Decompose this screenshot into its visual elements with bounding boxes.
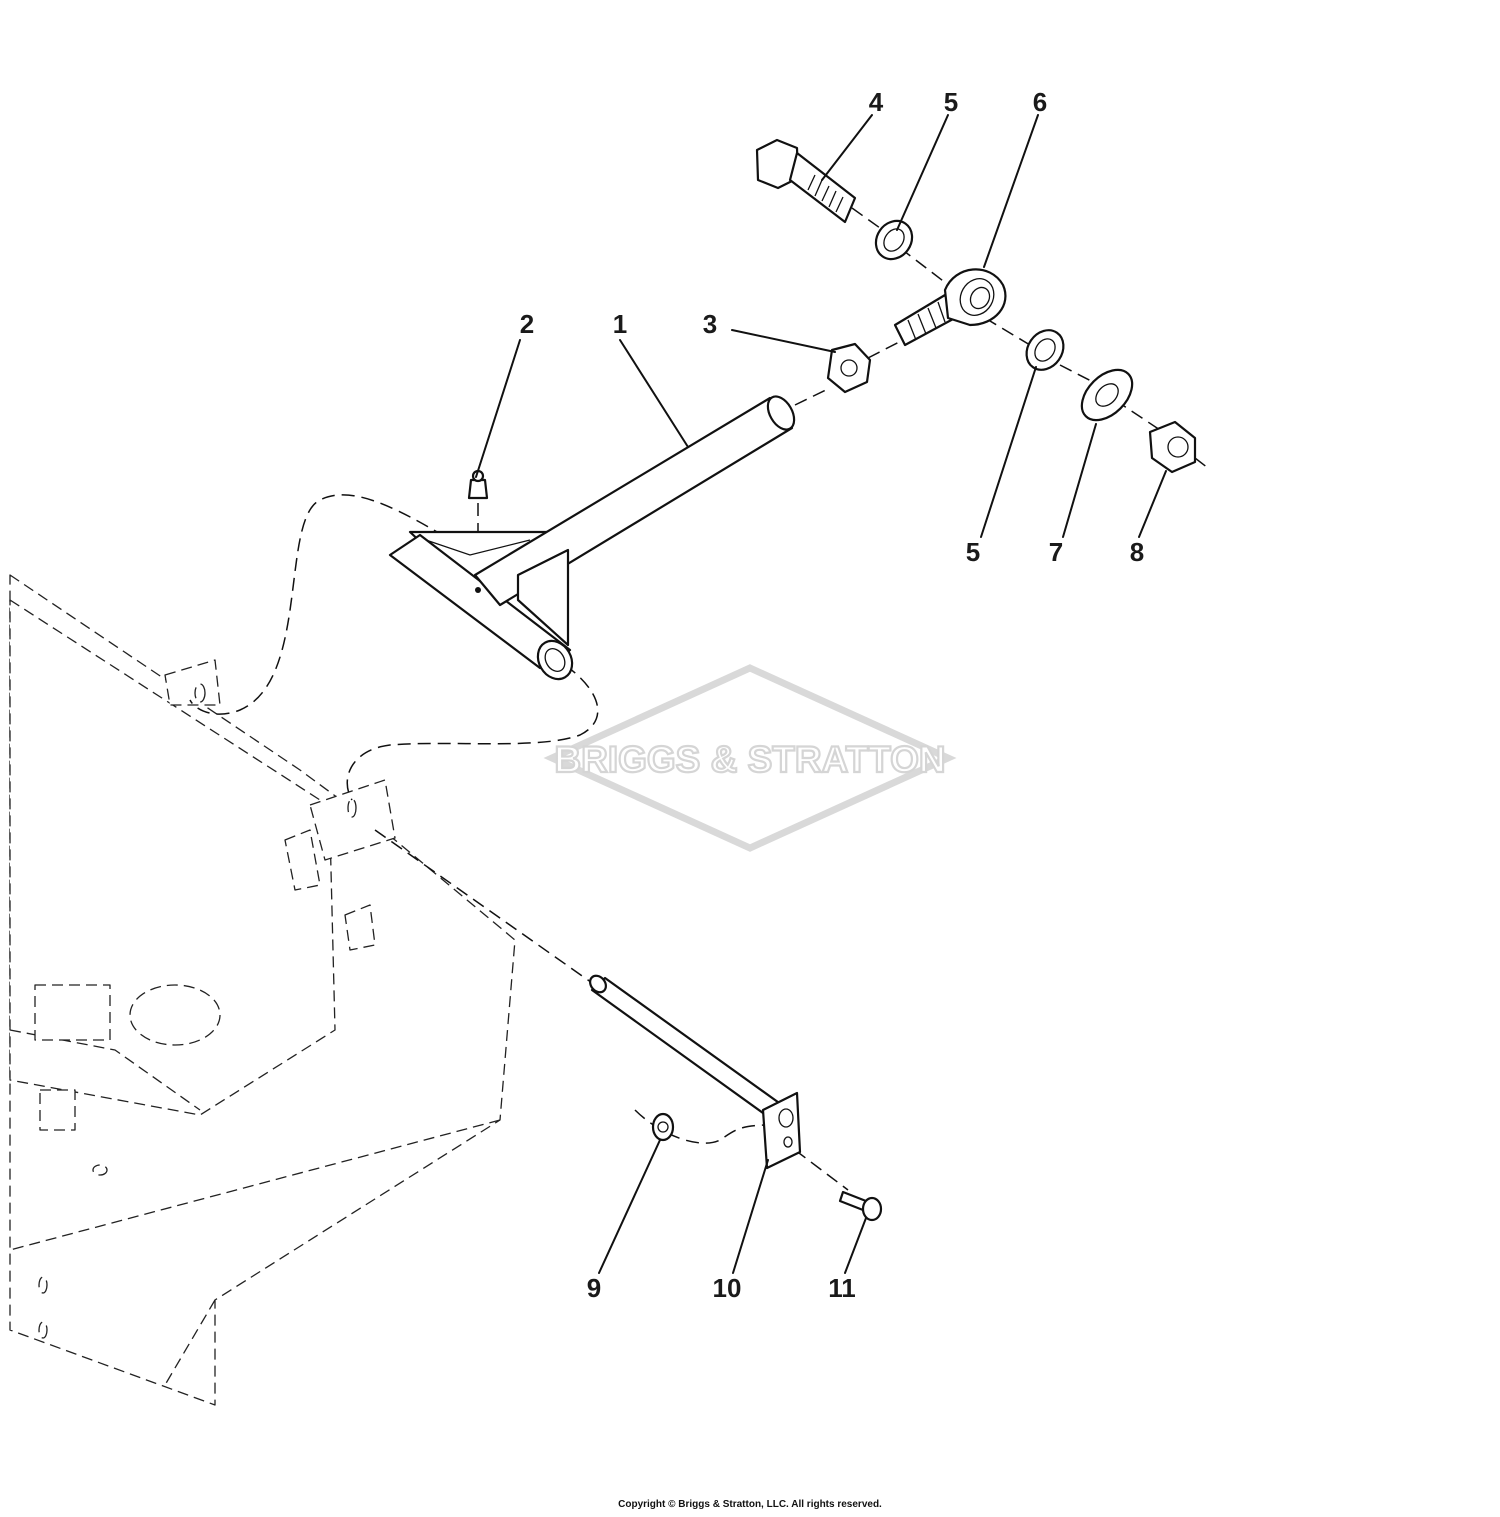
leader-lines <box>475 114 1167 1274</box>
callout-11: 11 <box>828 1273 856 1303</box>
part-3-hex-nut <box>826 342 872 394</box>
part-8-lock-nut <box>1148 420 1197 474</box>
copyright-notice: Copyright © Briggs & Stratton, LLC. All … <box>618 1499 882 1510</box>
part-6-rod-end <box>893 268 1007 347</box>
part-5-washer-upper <box>874 219 914 261</box>
part-11-screw <box>838 1190 883 1222</box>
part-9-flange-nut <box>651 1112 675 1142</box>
part-7-flat-washer <box>1080 368 1134 422</box>
callout-7: 7 <box>1049 537 1063 567</box>
callout-10: 10 <box>713 1273 742 1303</box>
assembly-lines <box>189 207 1209 1191</box>
callout-8: 8 <box>1130 537 1144 567</box>
callout-4: 4 <box>869 87 884 117</box>
watermark-text: BRIGGS & STRATTON <box>554 739 945 780</box>
callout-1: 1 <box>613 309 627 339</box>
part-10-bracket-rod <box>589 974 802 1170</box>
part-4-hex-bolt <box>755 138 857 224</box>
callout-5-upper: 5 <box>944 87 958 117</box>
callout-labels: 1 2 3 4 5 6 5 7 8 9 10 11 <box>520 87 1144 1303</box>
callout-6: 6 <box>1033 87 1047 117</box>
callout-9: 9 <box>587 1273 601 1303</box>
callout-2: 2 <box>520 309 534 339</box>
part-2-grease-fitting <box>467 469 489 500</box>
part-5-spacer-lower <box>1025 329 1065 371</box>
brand-watermark: BRIGGS & STRATTON <box>543 664 957 852</box>
callout-5-lower: 5 <box>966 537 980 567</box>
callout-3: 3 <box>703 309 717 339</box>
part-1-pivot-bar <box>388 395 796 681</box>
mower-deck-outline <box>9 574 516 1406</box>
